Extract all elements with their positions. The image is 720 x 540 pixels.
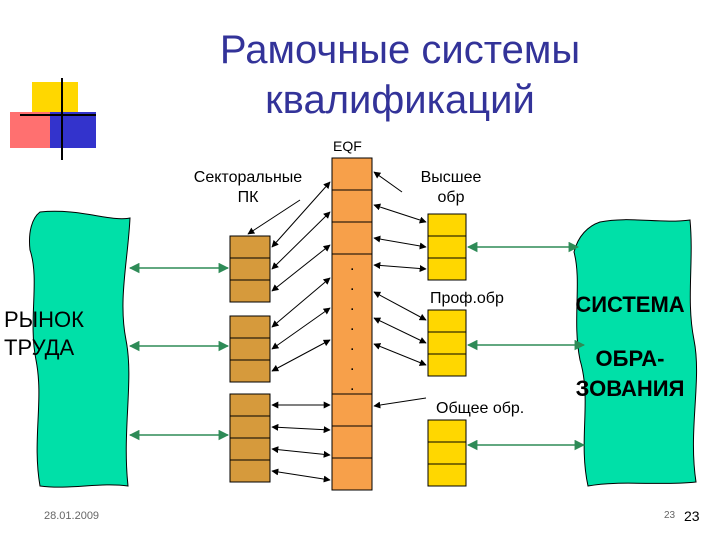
labour-market-label: РЫНОК ТРУДА bbox=[4, 306, 84, 362]
general-education-label: Общее обр. bbox=[436, 400, 525, 417]
general-education-stack bbox=[427, 419, 467, 487]
sectoral-stack-1 bbox=[229, 235, 271, 303]
sector-eqf-arrows bbox=[271, 181, 331, 483]
vocational-education-stack bbox=[427, 309, 467, 377]
eqf-dot: . bbox=[350, 377, 354, 394]
vocational-education-label: Проф.обр bbox=[430, 290, 504, 307]
sectoral-label-line-2: ПК bbox=[237, 189, 259, 206]
eqf-label: EQF bbox=[333, 138, 362, 154]
higher-education-label-line-2: обр bbox=[437, 189, 465, 206]
slide-number: 23 bbox=[684, 508, 700, 524]
eqf-dot: . bbox=[350, 297, 354, 314]
slide-number-small: 23 bbox=[664, 510, 676, 521]
labour-market-blob bbox=[29, 210, 131, 488]
sectoral-label: Секторальные ПК bbox=[178, 168, 318, 208]
education-system-blob bbox=[573, 219, 698, 487]
labour-market-label-line-1: РЫНОК bbox=[4, 307, 84, 332]
education-system-label-line-3: ЗОВАНИЯ bbox=[575, 376, 685, 401]
slide-title-line-2: квалификаций bbox=[265, 78, 535, 122]
eqf-education-arrows bbox=[373, 171, 427, 409]
education-system-label: СИСТЕМА ОБРА- ЗОВАНИЯ bbox=[562, 290, 698, 404]
sectoral-label-line-1: Секторальные bbox=[193, 169, 303, 186]
decorative-logo bbox=[10, 78, 96, 160]
labour-market-label-line-2: ТРУДА bbox=[4, 335, 75, 360]
education-system-label-line-2: ОБРА- bbox=[595, 346, 665, 371]
slide-title-line-1: Рамочные системы bbox=[219, 28, 581, 72]
green-link-arrows bbox=[128, 241, 586, 451]
eqf-dot: . bbox=[350, 277, 354, 294]
sectoral-stack-3 bbox=[229, 393, 271, 483]
eqf-dot: . bbox=[350, 337, 354, 354]
eqf-dot: . bbox=[350, 317, 354, 334]
higher-education-stack bbox=[427, 213, 467, 281]
eqf-ladder bbox=[331, 157, 373, 491]
slide-date: 28.01.2009 bbox=[44, 510, 100, 522]
sectoral-stack-2 bbox=[229, 315, 271, 383]
education-system-label-line-1: СИСТЕМА bbox=[575, 292, 685, 317]
sectoral-label-arrow bbox=[247, 199, 301, 235]
eqf-dot: . bbox=[350, 357, 354, 374]
higher-education-label: Высшее обр bbox=[406, 168, 496, 208]
eqf-dot: . bbox=[350, 257, 354, 274]
higher-education-label-line-1: Высшее bbox=[420, 169, 482, 186]
